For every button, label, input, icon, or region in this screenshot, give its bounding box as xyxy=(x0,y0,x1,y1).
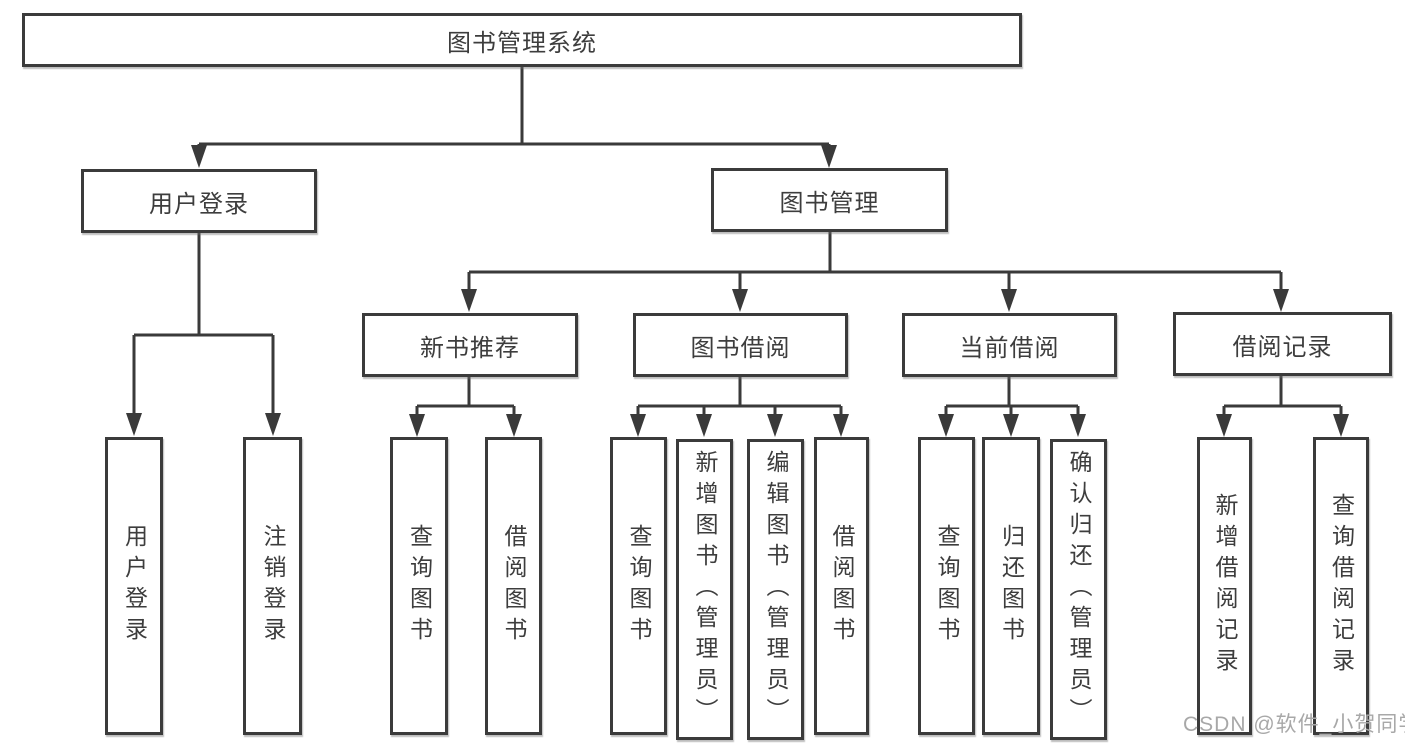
csdn-watermark: CSDN @软件_小贺同学 xyxy=(1183,713,1405,736)
leaf-query-borrow-record: 查询借阅记录 xyxy=(1313,437,1369,735)
leaf-borrow-books-recommend: 借阅图书 xyxy=(485,437,542,735)
arrowhead xyxy=(265,413,281,436)
leaf-borrow-books: 借阅图书 xyxy=(814,437,869,735)
connector-book-borrow xyxy=(630,377,849,437)
leaf-query-books-recommend: 查询图书 xyxy=(390,437,448,735)
arrowhead xyxy=(1070,414,1086,437)
arrowhead xyxy=(1003,414,1019,437)
connector-user-branch xyxy=(126,233,281,436)
node-book-borrow: 图书借阅 xyxy=(633,313,848,377)
connector-book-branch xyxy=(461,232,1289,312)
arrowhead xyxy=(630,414,646,437)
arrowhead xyxy=(126,413,142,436)
node-book-management-branch: 图书管理 xyxy=(711,168,948,232)
arrowhead xyxy=(833,414,849,437)
connector-root-to-level2 xyxy=(191,67,837,168)
arrowhead xyxy=(506,414,522,437)
connector-new-books xyxy=(409,377,522,437)
arrowhead xyxy=(1216,414,1232,437)
node-borrow-records: 借阅记录 xyxy=(1173,312,1392,376)
leaf-logout: 注销登录 xyxy=(243,437,302,735)
arrowhead xyxy=(461,289,477,312)
leaf-confirm-return-admin: 确认归还（管理员） xyxy=(1050,439,1107,740)
arrowhead xyxy=(1273,289,1289,312)
leaf-query-books-borrow: 查询图书 xyxy=(610,437,667,735)
leaf-user-login: 用户登录 xyxy=(105,437,163,735)
arrowhead xyxy=(1001,289,1017,312)
arrowhead xyxy=(767,414,783,437)
connector-current-borrow xyxy=(938,377,1086,437)
leaf-add-books-admin: 新增图书（管理员） xyxy=(676,439,733,740)
leaf-query-books-current: 查询图书 xyxy=(918,437,975,735)
node-new-book-recommend: 新书推荐 xyxy=(362,313,578,377)
leaf-return-books: 归还图书 xyxy=(982,437,1040,735)
arrowhead xyxy=(938,414,954,437)
node-user-login-branch: 用户登录 xyxy=(81,169,317,233)
node-current-borrow: 当前借阅 xyxy=(902,313,1117,377)
arrowhead xyxy=(696,414,712,437)
arrowhead xyxy=(1333,414,1349,437)
arrowhead xyxy=(821,145,837,168)
leaf-edit-books-admin: 编辑图书（管理员） xyxy=(747,439,804,740)
connector-borrow-records xyxy=(1216,376,1349,437)
arrowhead xyxy=(409,414,425,437)
arrowhead xyxy=(732,289,748,312)
node-root: 图书管理系统 xyxy=(22,13,1022,67)
leaf-add-borrow-record: 新增借阅记录 xyxy=(1197,437,1252,735)
arrowhead xyxy=(191,145,207,168)
